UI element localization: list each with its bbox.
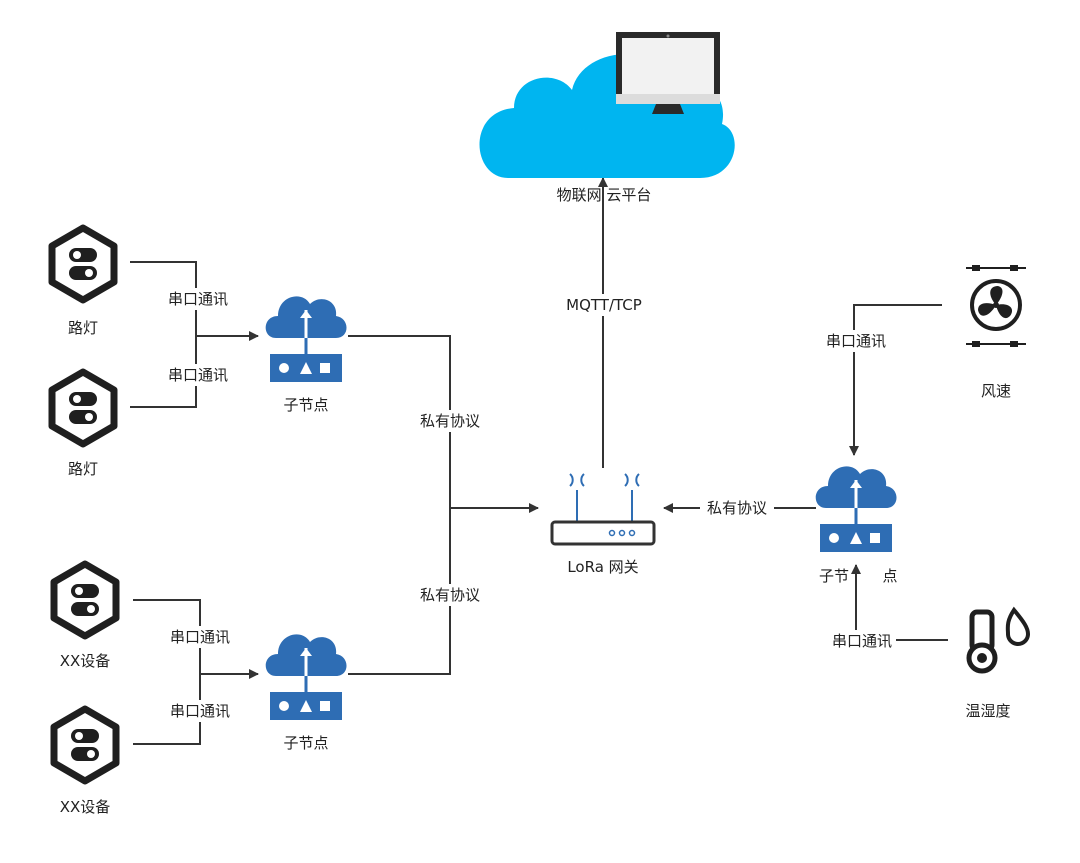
- device-label: 路灯: [68, 460, 98, 478]
- edge-streetlights-bracket: [130, 261, 197, 408]
- edge-label-private: 私有协议: [420, 412, 480, 430]
- subnode-label: 子节: [819, 567, 849, 585]
- edge-label-serial: 串口通讯: [826, 332, 886, 350]
- edge-label-serial: 串口通讯: [170, 628, 230, 646]
- switch-hex-icon: [52, 228, 114, 300]
- device-label: 温湿度: [965, 702, 1010, 720]
- cloud-upload-node-icon: [264, 294, 348, 384]
- cloud-upload-node-icon: [814, 464, 898, 554]
- monitor-icon: [616, 32, 720, 114]
- subnode-label: 子节点: [283, 396, 328, 414]
- fan-icon: [966, 265, 1026, 347]
- edge-temp-to-subnode: [851, 564, 948, 641]
- xx-device-1: XX设备: [54, 564, 116, 670]
- edge-label-mqtt: MQTT/TCP: [566, 296, 642, 314]
- subnode-label-suffix: 点: [882, 567, 897, 585]
- edge-wind-to-subnode: [849, 304, 942, 456]
- thermometer-drop-icon: [966, 606, 1031, 674]
- edge-subnodes-bracket: [348, 335, 451, 675]
- router-icon: [550, 473, 656, 546]
- subnode-right: 子节 点: [814, 464, 898, 585]
- cloud-platform: 物联网 云平台: [479, 32, 735, 204]
- device-label: 路灯: [68, 319, 98, 337]
- cloud-upload-node-icon: [264, 632, 348, 722]
- streetlight-1: 路灯: [52, 228, 114, 337]
- device-label: XX设备: [60, 652, 111, 670]
- subnode-bottom-left: 子节点: [264, 632, 348, 752]
- edge-label-serial: 串口通讯: [168, 366, 228, 384]
- edge-xx-devices-bracket: [133, 599, 201, 745]
- lora-gateway: LoRa 网关: [550, 473, 656, 576]
- edge-label-serial: 串口通讯: [168, 290, 228, 308]
- temp-humidity: 温湿度: [965, 606, 1031, 720]
- subnode-label: 子节点: [283, 734, 328, 752]
- gateway-label: LoRa 网关: [567, 558, 638, 576]
- switch-hex-icon: [52, 372, 114, 444]
- wind-speed: 风速: [966, 265, 1026, 400]
- device-label: XX设备: [60, 798, 111, 816]
- edge-label-private: 私有协议: [707, 499, 767, 517]
- edge-label-serial: 串口通讯: [832, 632, 892, 650]
- switch-hex-icon: [54, 564, 116, 636]
- edge-label-serial: 串口通讯: [170, 702, 230, 720]
- xx-device-2: XX设备: [54, 709, 116, 816]
- switch-hex-icon: [54, 709, 116, 781]
- device-label: 风速: [981, 382, 1011, 400]
- edge-label-private: 私有协议: [420, 586, 480, 604]
- subnode-top-left: 子节点: [264, 294, 348, 414]
- cloud-platform-label: 物联网 云平台: [557, 186, 652, 204]
- streetlight-2: 路灯: [52, 372, 114, 478]
